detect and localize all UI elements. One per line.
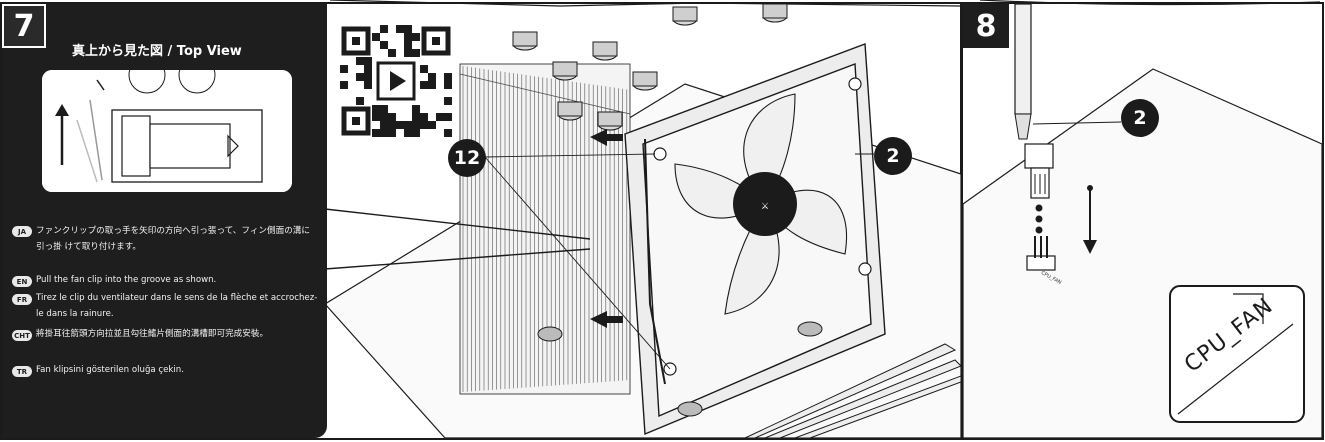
- top-strip-illustration: [329, 0, 1321, 7]
- top-view-illustration: [42, 70, 292, 192]
- top-view-image: [42, 70, 292, 192]
- play-icon: [390, 71, 406, 91]
- step-number-7: 7: [2, 4, 46, 48]
- cooler-illustration: ⚔: [325, 4, 961, 438]
- step-number-8: 8: [963, 4, 1009, 48]
- callout-fan-cable: 2: [1121, 99, 1159, 137]
- instruction-fr: Tirez le clip du ventilateur dans le sen…: [36, 293, 318, 319]
- instruction-cht: 將掛耳往箭頭方向拉並且勾往鰭片側面的溝槽即可完成安裝。: [36, 329, 269, 339]
- lang-badge-tr: TR: [12, 366, 32, 377]
- qr-video-icon[interactable]: [340, 25, 452, 137]
- callout-fan: 2: [874, 137, 912, 175]
- instruction-en: Pull the fan clip into the groove as sho…: [36, 275, 217, 285]
- instruction-ja: ファンクリップの取っ手を矢印の方向へ引っ張って、フィン側面の溝に引っ掛 けて取り…: [36, 226, 310, 252]
- lang-badge-fr: FR: [12, 294, 32, 305]
- instruction-tr: Fan klipsini gösterilen oluğa çekin.: [36, 365, 184, 375]
- fan-connector-illustration: [963, 4, 1322, 438]
- panel-title: 真上から見た図 / Top View: [72, 44, 242, 59]
- step7-instruction-panel: 真上から見た図 / Top View JA ファンクリップの取っ手を矢印の方向へ…: [2, 4, 327, 438]
- lang-badge-ja: JA: [12, 226, 32, 237]
- lang-badge-cht: CHT: [12, 330, 32, 341]
- lang-badge-en: EN: [12, 276, 32, 287]
- svg-text:⚔: ⚔: [761, 202, 769, 212]
- callout-fan-clips: 12: [448, 139, 486, 177]
